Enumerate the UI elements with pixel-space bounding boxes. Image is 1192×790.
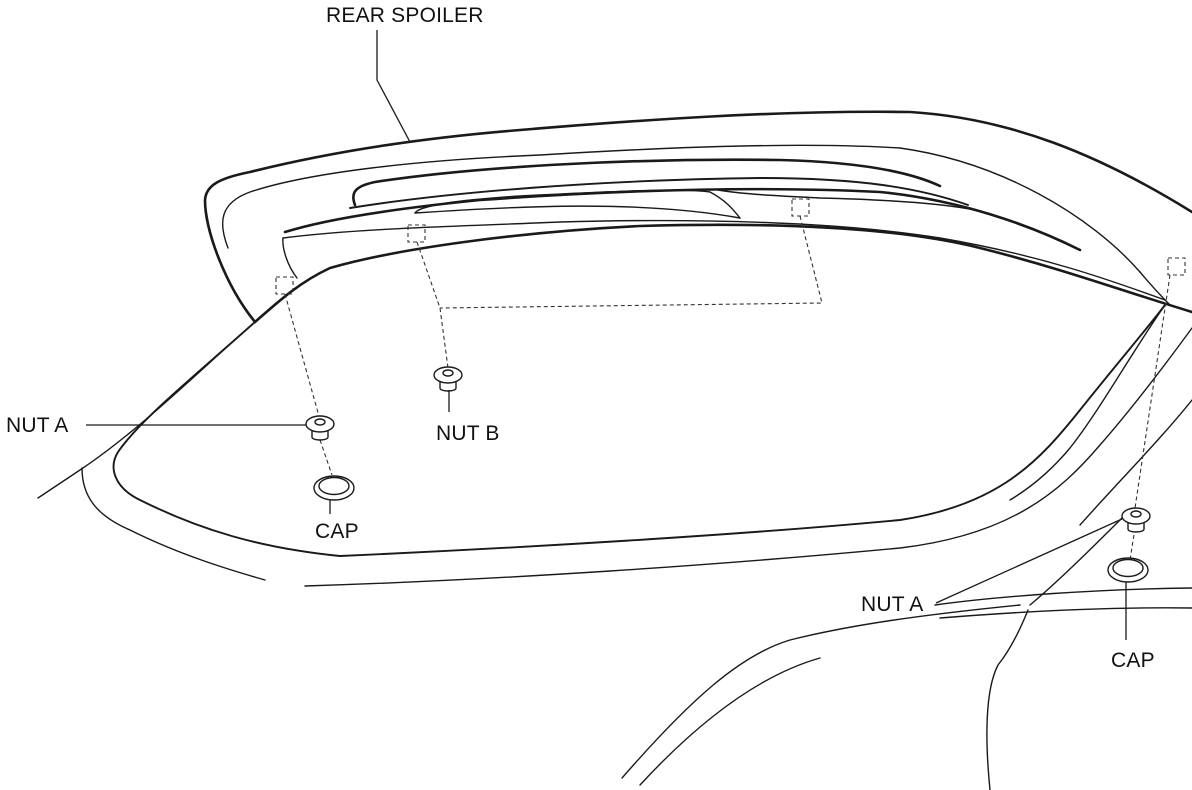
nut-a-left-label: NUT A [6, 414, 69, 437]
clip-locations [275, 198, 1186, 295]
nut-b-part [433, 366, 463, 392]
cap-left-part [313, 475, 355, 501]
nut-b-label: NUT B [436, 422, 500, 445]
leader-lines [86, 30, 1127, 640]
nut-a-right-part [1121, 507, 1151, 533]
cap-right-part [1107, 557, 1149, 583]
nut-a-left-part [305, 415, 335, 441]
vehicle-body [37, 304, 1192, 790]
cap-left-label: CAP [315, 520, 359, 543]
rear-spoiler-label: REAR SPOILER [326, 4, 484, 27]
nut-a-right-label: NUT A [861, 593, 924, 616]
alignment-lines [284, 215, 1171, 561]
rear-spoiler [203, 110, 1192, 324]
cap-right-label: CAP [1111, 649, 1155, 672]
